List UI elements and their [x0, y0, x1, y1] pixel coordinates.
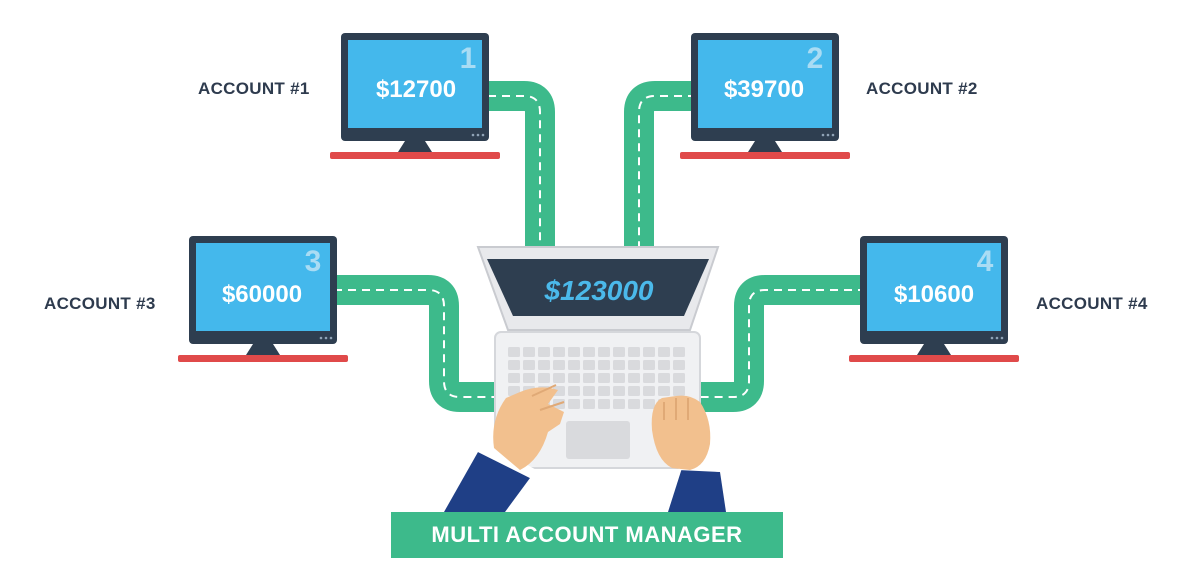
monitor-2-stand — [748, 141, 782, 152]
keyboard-key — [598, 386, 610, 396]
keyboard-key — [658, 360, 670, 370]
monitor-account-3: 3 $60000 — [178, 236, 348, 362]
right-hand — [651, 395, 726, 512]
keyboard-key — [598, 347, 610, 357]
keyboard-key — [628, 386, 640, 396]
monitor-3-stand — [246, 344, 280, 355]
monitor-1-stand — [398, 141, 432, 152]
keyboard-key — [583, 360, 595, 370]
keyboard-key — [583, 373, 595, 383]
keyboard-key — [673, 373, 685, 383]
keyboard-key — [598, 399, 610, 409]
monitor-3-number: 3 — [305, 245, 322, 278]
cable-account-2 — [624, 81, 696, 250]
keyboard-key — [673, 386, 685, 396]
keyboard-key — [583, 386, 595, 396]
monitor-2-balance: $39700 — [724, 76, 804, 103]
keyboard-key — [553, 386, 565, 396]
monitor-1-number: 1 — [460, 42, 477, 75]
keyboard-key — [583, 347, 595, 357]
keyboard-key — [673, 347, 685, 357]
keyboard-key — [538, 347, 550, 357]
monitor-account-1: 1 $12700 — [330, 33, 500, 159]
keyboard-key — [523, 373, 535, 383]
keyboard-key — [568, 399, 580, 409]
cable-account-4 — [700, 275, 866, 412]
keyboard-key — [628, 373, 640, 383]
keyboard-key — [538, 360, 550, 370]
cable-account-3 — [334, 275, 500, 412]
monitor-2-screen — [698, 40, 832, 128]
keyboard-key — [643, 347, 655, 357]
monitor-4-number: 4 — [977, 245, 994, 278]
monitor-3-screen — [196, 243, 330, 331]
keyboard-key — [523, 347, 535, 357]
keyboard-key — [538, 373, 550, 383]
keyboard-key — [658, 373, 670, 383]
keyboard-key — [613, 347, 625, 357]
keyboard-key — [553, 360, 565, 370]
keyboard-key — [508, 347, 520, 357]
monitor-4-stand — [917, 344, 951, 355]
monitor-1-base — [330, 152, 500, 159]
monitor-3-balance: $60000 — [222, 281, 302, 308]
keyboard-key — [628, 360, 640, 370]
keyboard-key — [628, 399, 640, 409]
account-4-label: ACCOUNT #4 — [1036, 294, 1148, 313]
keyboard-key — [658, 386, 670, 396]
keyboard-key — [568, 347, 580, 357]
monitor-1-balance: $12700 — [376, 76, 456, 103]
keyboard-key — [508, 373, 520, 383]
cable-account-1 — [488, 81, 555, 250]
laptop-total: $123000 — [543, 275, 653, 306]
monitor-account-2: 2 $39700 — [680, 33, 850, 159]
keyboard-key — [613, 399, 625, 409]
monitor-4-balance: $10600 — [894, 281, 974, 308]
laptop-touchpad — [566, 421, 630, 459]
keyboard-key — [508, 360, 520, 370]
account-2-label: ACCOUNT #2 — [866, 79, 978, 98]
monitor-1-screen — [348, 40, 482, 128]
account-1-label: ACCOUNT #1 — [198, 79, 310, 98]
keyboard-key — [643, 399, 655, 409]
left-hand — [444, 384, 565, 512]
keyboard-key — [568, 360, 580, 370]
account-3-label: ACCOUNT #3 — [44, 294, 156, 313]
monitor-2-base — [680, 152, 850, 159]
keyboard-key — [583, 399, 595, 409]
laptop-screen — [487, 259, 709, 316]
keyboard-key — [553, 373, 565, 383]
keyboard-key — [643, 373, 655, 383]
keyboard-key — [613, 373, 625, 383]
monitor-3-base — [178, 355, 348, 362]
keyboard-key — [523, 360, 535, 370]
keyboard-key — [568, 386, 580, 396]
keyboard-key — [568, 373, 580, 383]
monitor-2-number: 2 — [807, 42, 824, 75]
keyboard-key — [643, 386, 655, 396]
keyboard-key — [628, 347, 640, 357]
keyboard-key — [613, 386, 625, 396]
cables — [334, 81, 866, 412]
keyboard-key — [673, 360, 685, 370]
monitor-account-4: 4 $10600 — [849, 236, 1019, 362]
keyboard-key — [598, 373, 610, 383]
keyboard-key — [643, 360, 655, 370]
keyboard-key — [658, 347, 670, 357]
keyboard-key — [613, 360, 625, 370]
monitor-4-screen — [867, 243, 1001, 331]
multi-account-manager-banner: MULTI ACCOUNT MANAGER — [391, 512, 783, 558]
keyboard-key — [598, 360, 610, 370]
keyboard-key — [553, 347, 565, 357]
monitor-4-base — [849, 355, 1019, 362]
